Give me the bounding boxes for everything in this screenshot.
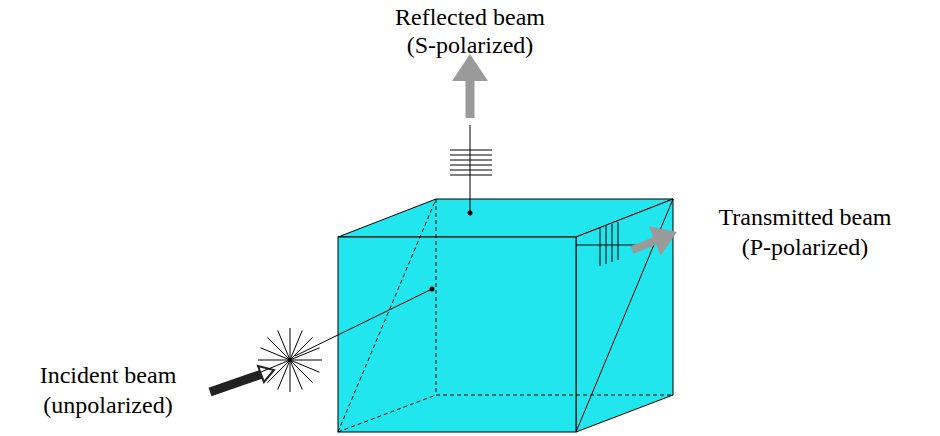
beam-label: Transmitted beam <box>718 204 891 230</box>
polarization-stroke <box>450 170 492 171</box>
beam-label: (unpolarized) <box>43 392 172 418</box>
polarization-stroke <box>450 160 492 161</box>
beam-label: (P-polarized) <box>742 234 869 260</box>
polarization-stroke <box>450 165 492 166</box>
polarization-stroke <box>600 228 601 266</box>
incident-arrow <box>210 374 262 392</box>
polarization-stroke <box>260 348 319 372</box>
beam-label: Incident beam <box>40 362 177 388</box>
polarization-stroke <box>612 224 613 262</box>
beam-label: Reflected beam <box>395 4 545 30</box>
polarization-stroke <box>450 150 492 151</box>
polarization-stroke <box>618 222 619 260</box>
polarization-stroke <box>450 175 492 176</box>
beam-label: (S-polarized) <box>407 32 534 58</box>
polarization-stroke <box>450 155 492 156</box>
polarization-stroke <box>606 226 607 264</box>
